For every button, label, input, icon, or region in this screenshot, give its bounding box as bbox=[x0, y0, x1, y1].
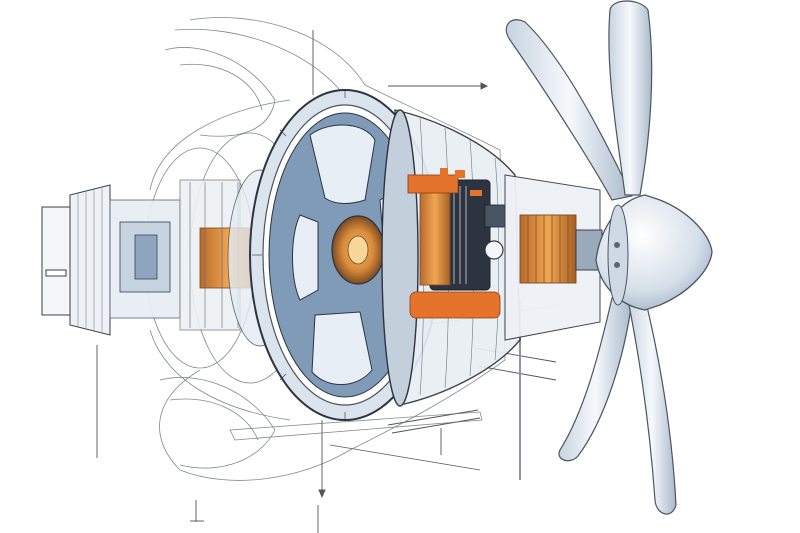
cowl-contour bbox=[149, 99, 291, 191]
hub-center bbox=[347, 235, 369, 265]
casing-front-ring bbox=[381, 109, 419, 407]
combustion-chamber bbox=[419, 179, 451, 286]
cowl-contour bbox=[149, 329, 291, 421]
upper-cowl-flap-inner bbox=[179, 63, 263, 111]
propeller bbox=[505, 0, 713, 515]
upper-intake-line bbox=[174, 28, 341, 91]
control-unit bbox=[484, 204, 506, 228]
rear-flange bbox=[41, 206, 71, 316]
lower-cowl-flap bbox=[159, 377, 276, 469]
fan-opening bbox=[311, 311, 373, 385]
leader-line bbox=[391, 417, 481, 434]
leader-arrowhead bbox=[318, 489, 326, 499]
prop-bolt bbox=[614, 242, 620, 248]
prop-blade-upper-left bbox=[505, 19, 633, 201]
leader-arrowhead bbox=[480, 82, 489, 90]
gear-teeth bbox=[527, 215, 569, 283]
prop-blade-lower bbox=[627, 297, 677, 515]
upper-cowl-flap bbox=[164, 47, 276, 137]
outer-cowl-line bbox=[159, 17, 506, 481]
exhaust-cone bbox=[69, 184, 111, 336]
gear-stack bbox=[519, 214, 577, 284]
leader-line bbox=[329, 444, 481, 471]
fuel-manifold-top bbox=[407, 174, 459, 194]
rear-slot bbox=[45, 269, 67, 277]
leader-line bbox=[477, 365, 557, 381]
exhaust-ribs bbox=[77, 187, 103, 333]
engine-body bbox=[381, 109, 521, 407]
fan-opening bbox=[309, 124, 376, 204]
gauge-dial bbox=[484, 240, 504, 260]
prop-blade-lower-left bbox=[558, 297, 633, 462]
wiring bbox=[440, 168, 482, 196]
prop-bolt bbox=[614, 262, 620, 268]
lower-cowl-flap-inner bbox=[169, 398, 259, 441]
fuel-manifold-bottom bbox=[409, 291, 501, 319]
prop-blade-upper bbox=[608, 0, 653, 196]
fan-opening bbox=[292, 214, 319, 301]
reduction-gearbox bbox=[504, 174, 603, 341]
prop-hub-ring bbox=[607, 204, 629, 306]
gearbox-shaft bbox=[134, 234, 158, 280]
lower-strut-rail bbox=[229, 411, 483, 441]
